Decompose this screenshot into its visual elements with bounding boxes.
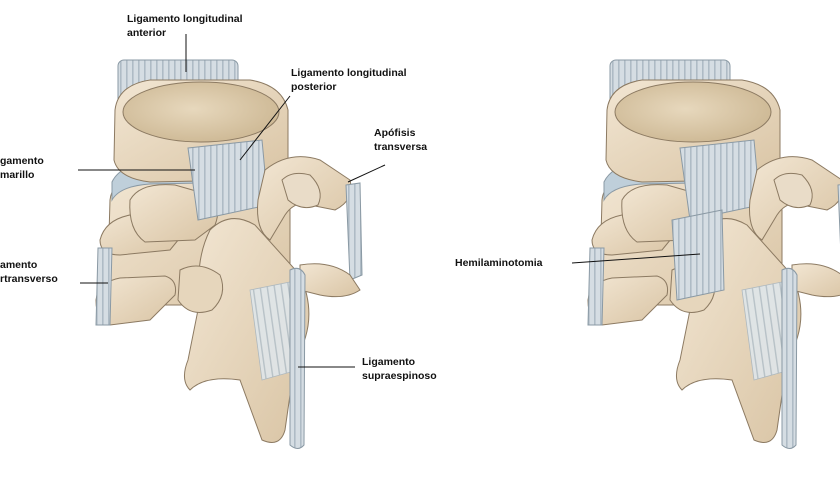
leader-apofisis (348, 165, 385, 182)
label-ligamento-intertransverso: amento rtransverso (0, 258, 58, 286)
label-hemilaminotomia: Hemilaminotomia (455, 256, 543, 270)
spine-left (96, 60, 362, 449)
label-ligamento-longitudinal-posterior: Ligamento longitudinal posterior (291, 66, 407, 94)
label-ligamento-longitudinal-anterior: Ligamento longitudinal anterior (127, 12, 243, 40)
label-apofisis-transversa: Apófisis transversa (374, 126, 427, 154)
label-ligamento-amarillo: gamento marillo (0, 154, 44, 182)
label-ligamento-supraespinoso: Ligamento supraespinoso (362, 355, 437, 383)
spine-right (588, 60, 840, 449)
